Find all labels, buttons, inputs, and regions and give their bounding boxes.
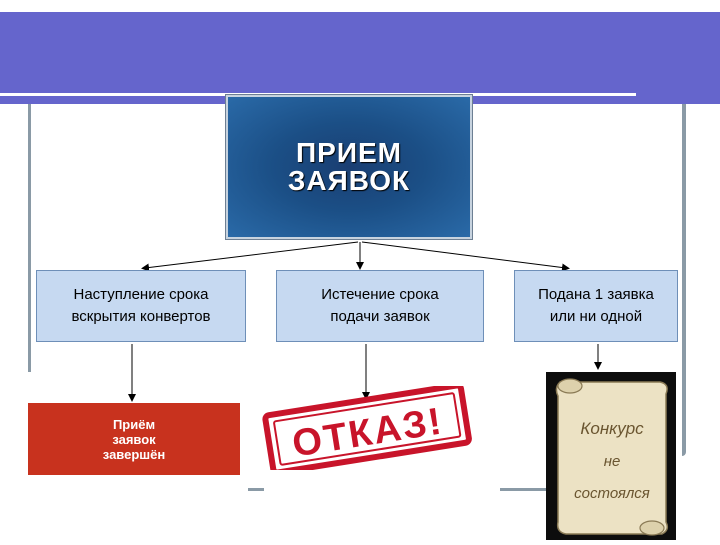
condition-box-few-bids: Подана 1 заявка или ни одной <box>514 270 678 342</box>
header-band <box>0 12 720 104</box>
scroll-line-1: Конкурс <box>580 419 644 438</box>
outcome-scroll-failed: Конкурс не состоялся <box>546 372 676 540</box>
frame-bottom-line <box>500 488 550 491</box>
banner-text: Приём заявок завершён <box>102 416 166 462</box>
condition-label: Подана 1 заявка или ни одной <box>538 286 654 325</box>
condition-box-expiry: Истечение срока подачи заявок <box>276 270 484 342</box>
connector-main-right <box>361 241 570 272</box>
outcome-rejection-stamp: ОТКАЗ! <box>262 382 472 476</box>
condition-label: Наступление срока вскрытия конвертов <box>71 286 211 325</box>
scroll-line-3: состоялся <box>574 485 650 502</box>
condition-label: Истечение срока подачи заявок <box>321 286 439 325</box>
outcome-banner-completed: Приём заявок завершён <box>28 403 240 475</box>
main-node-title: ПРИЕМ ЗАЯВОК <box>287 137 411 196</box>
frame-bottom-line <box>248 488 264 491</box>
frame-right-line <box>682 104 686 456</box>
scroll-line-2: не <box>604 453 621 470</box>
condition-box-deadline: Наступление срока вскрытия конвертов <box>36 270 246 342</box>
frame-left-line <box>28 104 31 372</box>
connector-main-left <box>141 241 359 272</box>
main-node-box: ПРИЕМ ЗАЯВОК <box>226 95 472 239</box>
header-divider <box>0 93 636 96</box>
